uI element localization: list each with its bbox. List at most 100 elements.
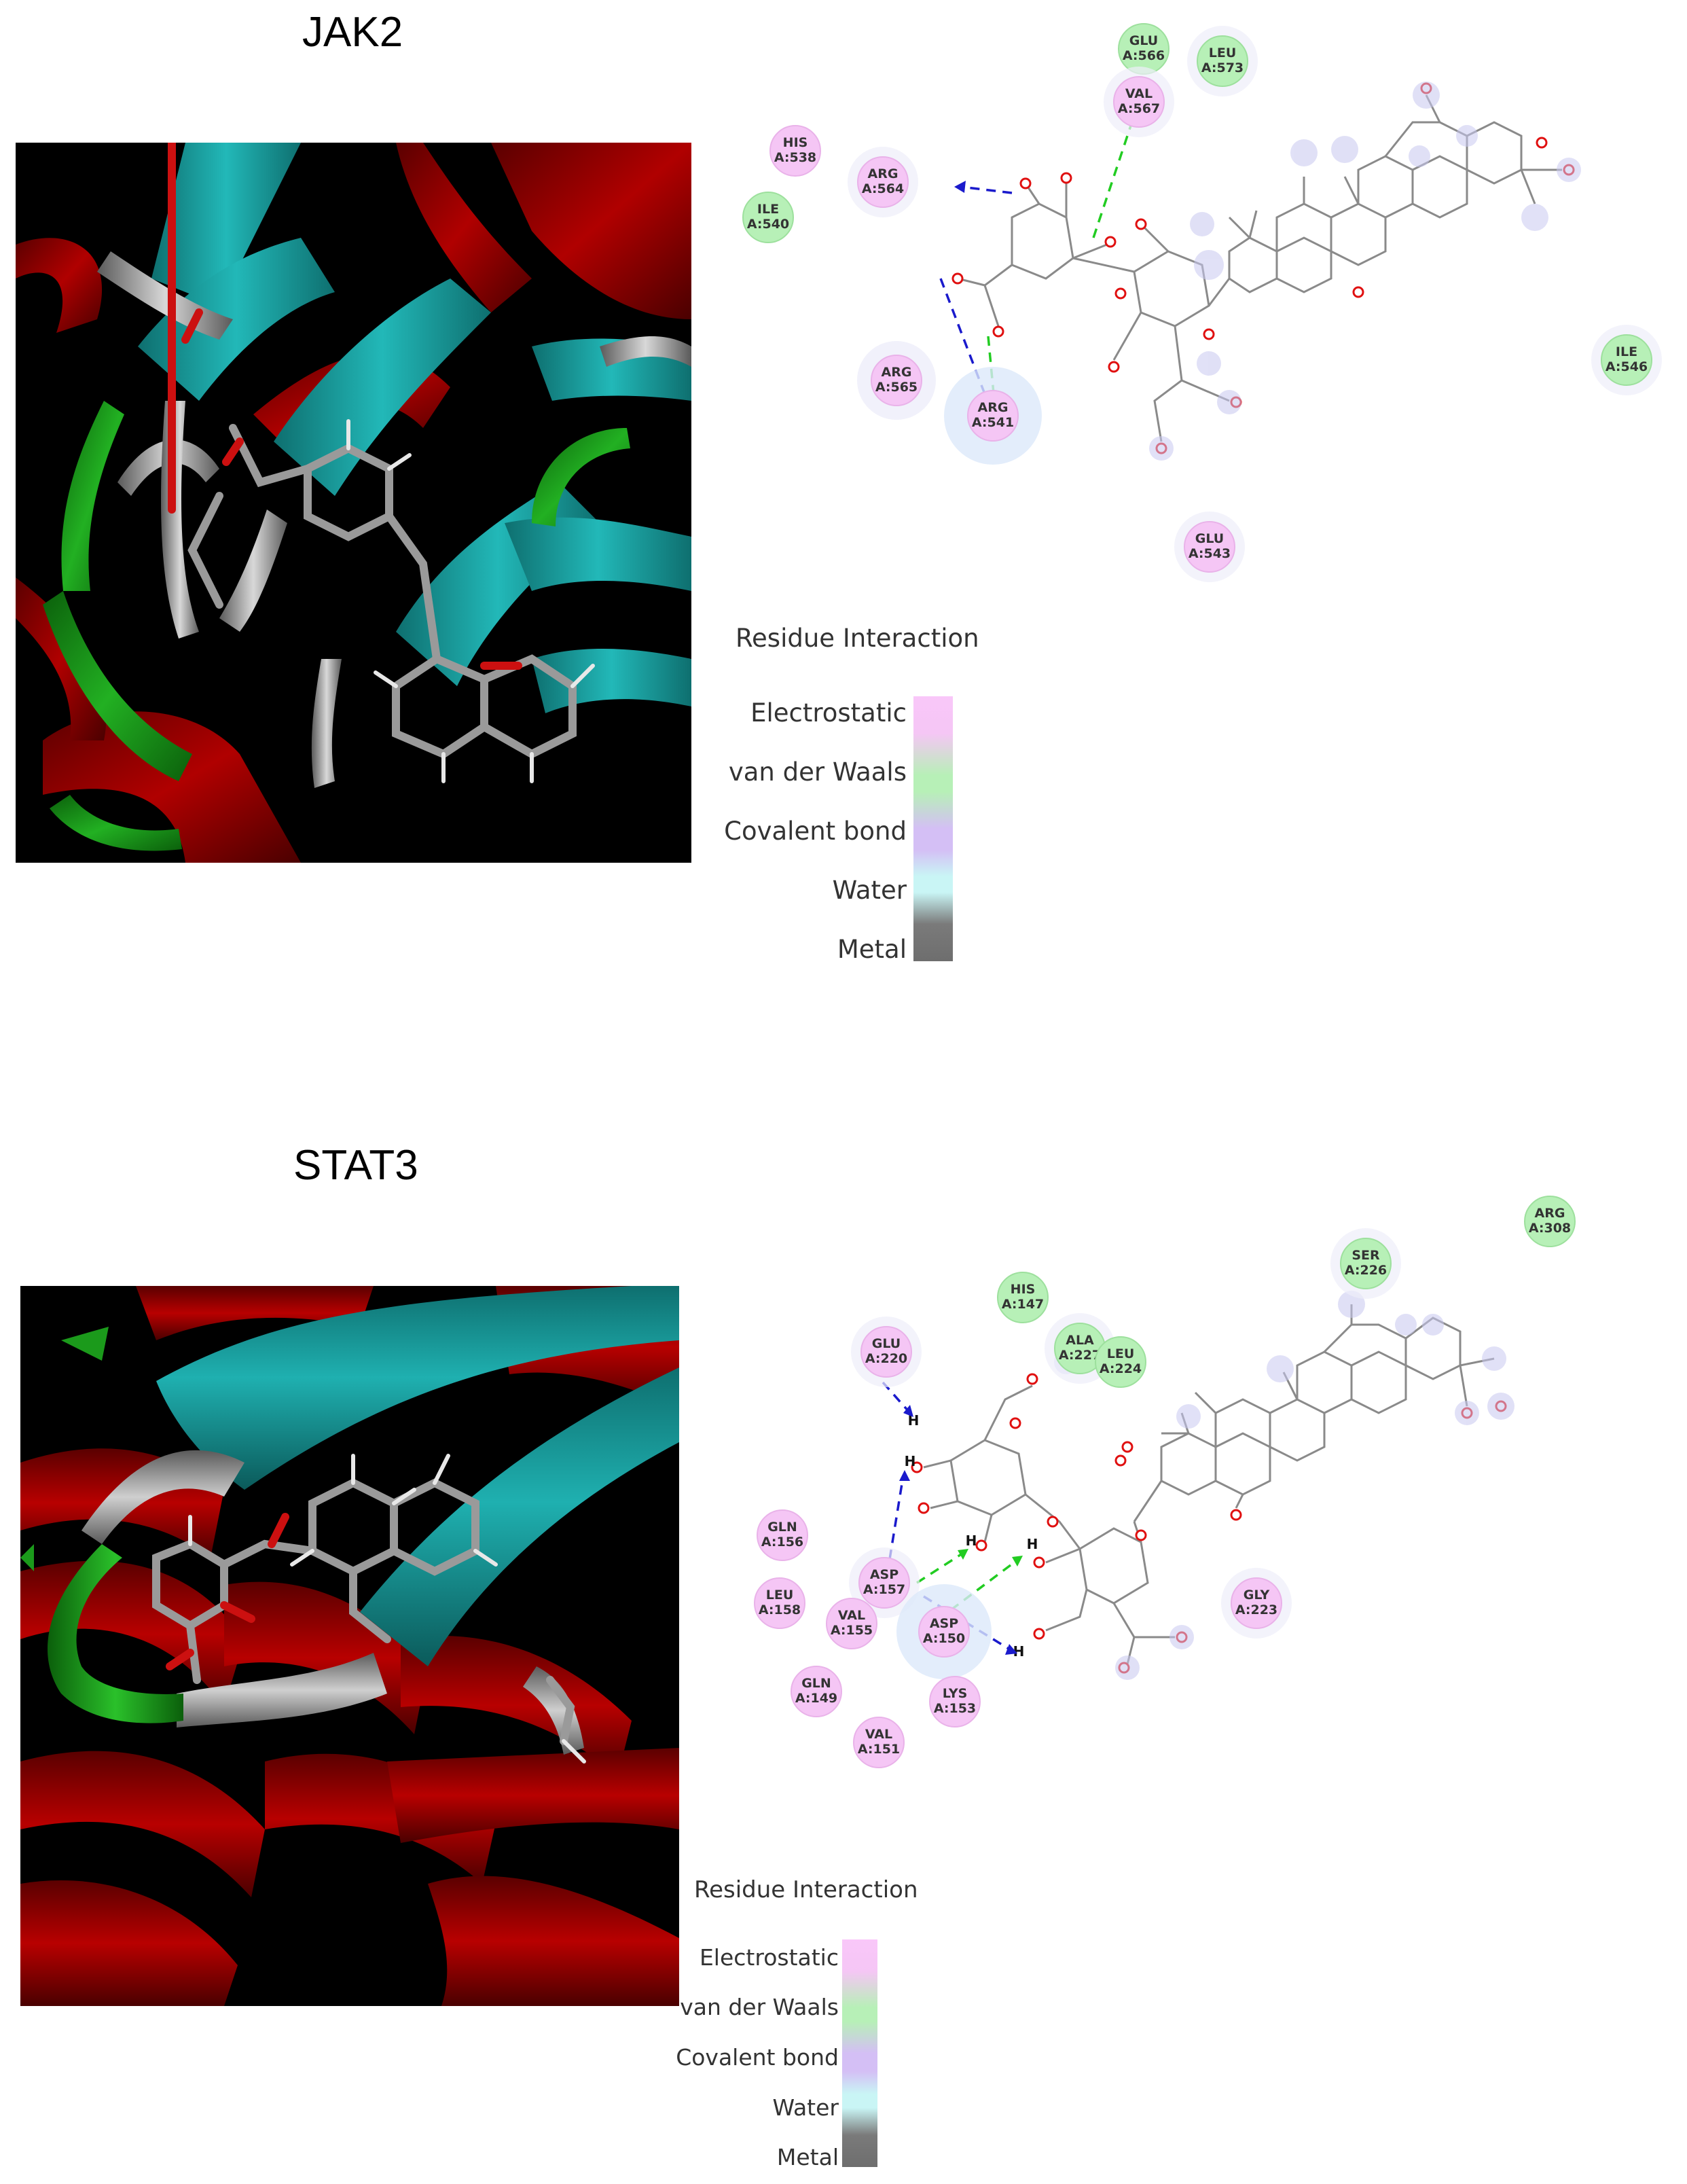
svg-text:A:546: A:546 xyxy=(1606,359,1648,374)
residue-disc: GLN A:156 xyxy=(757,1509,808,1561)
stat3-legend-vdw: van der Waals xyxy=(680,1994,839,2020)
svg-text:A:149: A:149 xyxy=(795,1691,837,1706)
jak2-legend-colorbar xyxy=(913,696,953,961)
svg-text:A:540: A:540 xyxy=(747,217,789,232)
jak2-interaction-diagram: HIS A:538 ARG A:564 ILE A:540 GLU A:566 … xyxy=(742,23,1662,582)
jak2-hbond-arg564 xyxy=(960,185,1013,194)
jak2-legend-vdw: van der Waals xyxy=(728,757,907,787)
svg-text:A:155: A:155 xyxy=(831,1623,873,1638)
residue-disc: GLU A:566 xyxy=(1118,23,1169,75)
h-atom: H xyxy=(1013,1643,1025,1660)
stat3-hbond-asp157-a xyxy=(888,1475,905,1560)
residue-disc: ILE A:540 xyxy=(742,192,794,243)
svg-text:HIS: HIS xyxy=(1011,1282,1036,1297)
svg-text:A:573: A:573 xyxy=(1201,60,1244,75)
stat3-residues: ARG A:308 SER A:226 HIS A:147 ALA A:227 … xyxy=(754,1196,1576,1768)
svg-text:A:220: A:220 xyxy=(865,1351,907,1366)
jak2-legend-covalent: Covalent bond xyxy=(724,817,907,846)
residue-disc: ASP A:157 xyxy=(849,1547,920,1618)
residue-disc: VAL A:567 xyxy=(1104,67,1174,137)
svg-text:A:308: A:308 xyxy=(1529,1221,1571,1236)
svg-text:ILE: ILE xyxy=(1616,344,1637,359)
svg-text:A:564: A:564 xyxy=(862,181,904,196)
residue-disc: GLN A:149 xyxy=(791,1666,842,1717)
stat3-hbond-asp157-b xyxy=(916,1551,965,1584)
stat3-oxygen-atoms xyxy=(911,1356,1507,1674)
svg-text:GLU: GLU xyxy=(1195,531,1224,546)
residue-disc: VAL A:151 xyxy=(853,1717,905,1768)
jak2-residues: HIS A:538 ARG A:564 ILE A:540 GLU A:566 … xyxy=(742,23,1662,582)
svg-text:A:538: A:538 xyxy=(774,150,816,165)
svg-text:A:566: A:566 xyxy=(1123,48,1165,63)
svg-text:GLU: GLU xyxy=(872,1336,901,1351)
stat3-3d-ribbon-view xyxy=(20,1286,679,2006)
svg-text:A:567: A:567 xyxy=(1118,101,1160,116)
svg-text:LEU: LEU xyxy=(1107,1346,1135,1361)
svg-text:A:157: A:157 xyxy=(863,1582,905,1597)
svg-text:ILE: ILE xyxy=(757,202,779,217)
stat3-interaction-diagram: H H H H H ARG A:308 SER A:226 xyxy=(754,1196,1576,1768)
residue-disc: LEU A:224 xyxy=(1095,1336,1146,1388)
stat3-hbond-asp150 xyxy=(949,1558,1020,1611)
jak2-legend-title: Residue Interaction xyxy=(736,624,979,653)
residue-disc: LEU A:573 xyxy=(1187,26,1258,96)
jak2-title: JAK2 xyxy=(302,9,403,56)
svg-text:A:565: A:565 xyxy=(875,380,918,395)
stat3-legend-metal: Metal xyxy=(776,2144,839,2170)
h-atom: H xyxy=(908,1412,920,1429)
svg-text:ARG: ARG xyxy=(882,365,912,380)
residue-disc: GLU A:220 xyxy=(851,1317,922,1387)
residue-disc: ARG A:308 xyxy=(1524,1196,1576,1247)
stat3-hbond-glu220 xyxy=(882,1381,911,1414)
h-atom: H xyxy=(966,1533,977,1549)
residue-disc: ARG A:541 xyxy=(944,367,1042,465)
stat3-ligand-skeleton xyxy=(923,1304,1495,1665)
svg-text:A:543: A:543 xyxy=(1189,546,1231,561)
h-atom: H xyxy=(905,1453,916,1469)
svg-text:LEU: LEU xyxy=(1209,46,1237,60)
svg-text:ARG: ARG xyxy=(978,400,1009,415)
jak2-hbond-val567 xyxy=(1092,115,1136,238)
svg-text:VAL: VAL xyxy=(1125,86,1153,101)
jak2-legend-electrostatic: Electrostatic xyxy=(750,698,907,728)
h-atom: H xyxy=(1027,1536,1038,1552)
svg-text:VAL: VAL xyxy=(838,1608,865,1623)
residue-disc: VAL A:155 xyxy=(826,1598,877,1649)
svg-text:ASP: ASP xyxy=(930,1616,958,1631)
jak2-3d-ribbon-view xyxy=(16,143,691,863)
stat3-legend-covalent: Covalent bond xyxy=(676,2044,839,2071)
stat3-legend-electrostatic: Electrostatic xyxy=(699,1944,839,1971)
svg-text:A:224: A:224 xyxy=(1100,1361,1142,1376)
residue-disc: ASP A:150 xyxy=(896,1584,992,1679)
residue-disc: ARG A:564 xyxy=(848,147,918,217)
svg-text:GLY: GLY xyxy=(1244,1588,1270,1603)
svg-text:ARG: ARG xyxy=(1535,1206,1565,1221)
residue-disc: SER A:226 xyxy=(1330,1228,1401,1299)
residue-disc: HIS A:538 xyxy=(769,125,821,177)
svg-text:ASP: ASP xyxy=(870,1567,899,1582)
jak2-ligand-skeleton xyxy=(957,94,1562,442)
stat3-title: STAT3 xyxy=(293,1142,418,1189)
svg-text:GLN: GLN xyxy=(767,1520,797,1535)
residue-disc: ILE A:546 xyxy=(1591,325,1662,395)
svg-text:A:223: A:223 xyxy=(1235,1603,1277,1617)
svg-text:ALA: ALA xyxy=(1066,1333,1094,1348)
svg-text:A:156: A:156 xyxy=(761,1535,803,1550)
jak2-ribbon-render xyxy=(16,143,691,863)
svg-text:ARG: ARG xyxy=(868,166,899,181)
svg-text:A:151: A:151 xyxy=(858,1742,900,1757)
svg-text:GLN: GLN xyxy=(801,1676,831,1691)
svg-text:A:147: A:147 xyxy=(1002,1297,1044,1312)
residue-disc: LEU A:158 xyxy=(754,1577,805,1629)
stat3-ribbon-render xyxy=(20,1286,679,2006)
svg-text:VAL: VAL xyxy=(865,1727,892,1742)
jak2-oxygen-atoms xyxy=(951,82,1575,454)
svg-text:A:150: A:150 xyxy=(923,1631,965,1646)
stat3-legend-colorbar xyxy=(842,1939,877,2167)
residue-disc: GLU A:543 xyxy=(1174,512,1245,582)
svg-text:LYS: LYS xyxy=(943,1686,968,1701)
residue-disc: LYS A:153 xyxy=(929,1676,981,1727)
svg-text:SER: SER xyxy=(1352,1248,1380,1263)
residue-disc: HIS A:147 xyxy=(997,1272,1049,1323)
residue-disc: ARG A:565 xyxy=(857,341,936,420)
